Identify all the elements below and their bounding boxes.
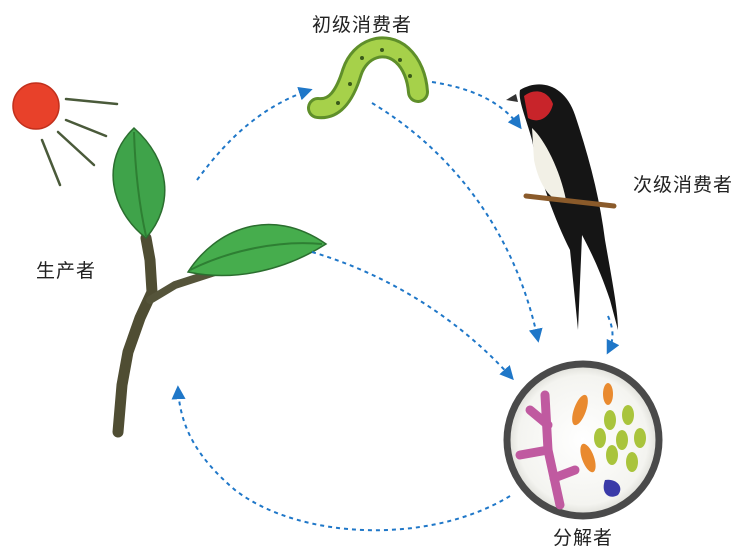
label-secondary-consumer: 次级消费者 bbox=[633, 170, 733, 197]
caterpillar-icon bbox=[318, 47, 418, 108]
label-producer: 生产者 bbox=[36, 256, 96, 283]
label-decomposer: 分解者 bbox=[553, 523, 613, 550]
swallow-icon bbox=[506, 84, 618, 330]
label-primary-consumer: 初级消费者 bbox=[312, 10, 412, 37]
arrow-primary-to-secondary bbox=[432, 82, 520, 127]
arrow-primary-to-decomposer bbox=[372, 103, 538, 340]
arrow-secondary-to-decomposer bbox=[608, 316, 613, 352]
sun-icon bbox=[13, 83, 117, 185]
arrow-producer-to-decomposer bbox=[312, 252, 512, 378]
arrow-decomposer-to-producer bbox=[178, 388, 510, 530]
microbe-circle-icon bbox=[507, 364, 659, 516]
arrow-producer-to-primary bbox=[197, 90, 310, 180]
plant-icon bbox=[113, 128, 326, 432]
